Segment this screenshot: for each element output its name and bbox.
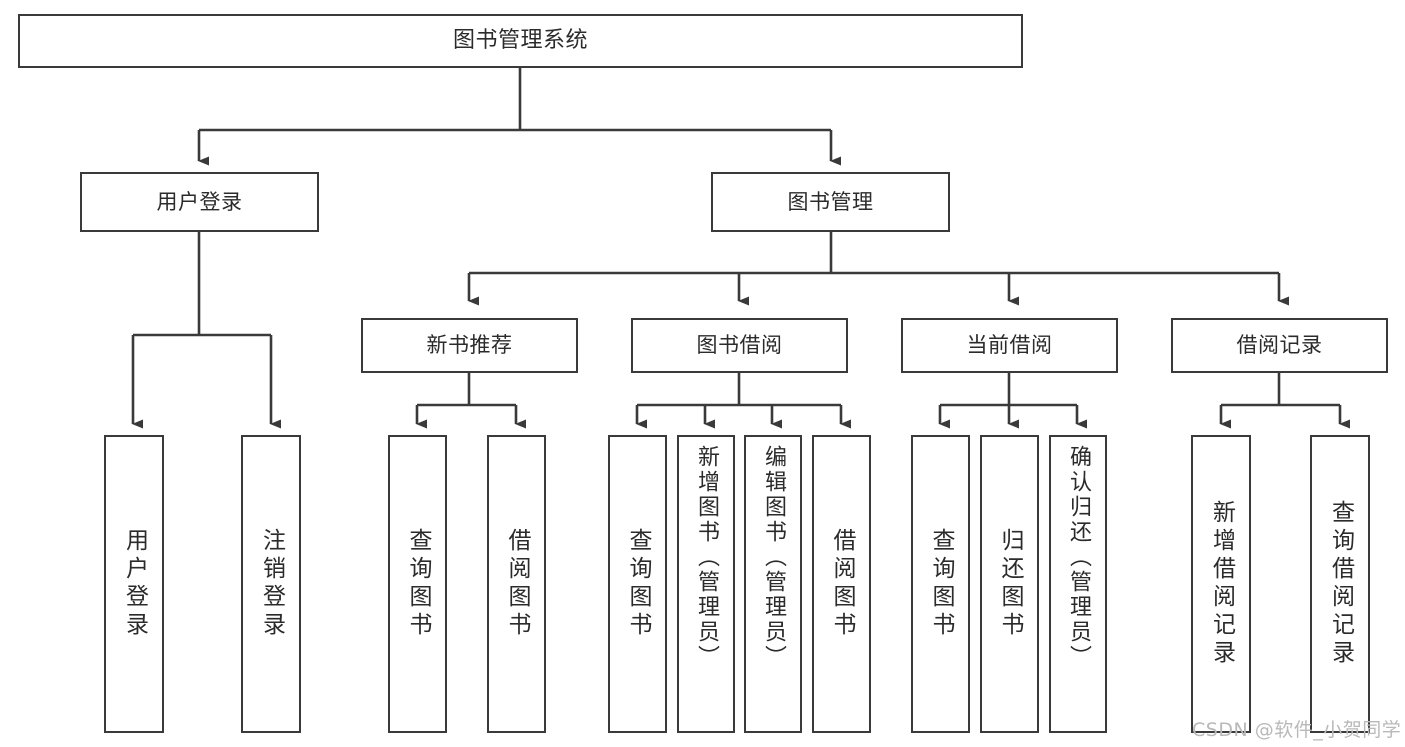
leaf-query-book-current[interactable]: 查询图书 <box>911 435 970 733</box>
leaf-query-borrow-record-label: 查询借阅记录 <box>1327 500 1354 668</box>
leaf-query-book-current-label: 查询图书 <box>928 528 954 640</box>
node-current-borrow-label: 当前借阅 <box>966 333 1053 358</box>
node-user-login[interactable]: 用户登录 <box>80 172 319 232</box>
leaf-user-login[interactable]: 用户登录 <box>104 435 164 733</box>
leaf-edit-book-admin-label: 编辑图书（管理员） <box>761 445 786 670</box>
watermark-csdn: CSDN @软件_小贺同学 <box>1192 719 1402 741</box>
leaf-borrow-book-label: 借阅图书 <box>829 528 855 640</box>
leaf-confirm-return-admin-label: 确认归还（管理员） <box>1066 445 1091 670</box>
node-borrow-record-label: 借阅记录 <box>1236 333 1323 358</box>
leaf-query-book-borrow-label: 查询图书 <box>625 528 651 640</box>
leaf-add-borrow-record-label: 新增借阅记录 <box>1208 500 1235 668</box>
leaf-query-book-borrow[interactable]: 查询图书 <box>608 435 667 733</box>
leaf-user-login-label: 用户登录 <box>121 528 148 640</box>
leaf-add-book-admin-label: 新增图书（管理员） <box>694 445 719 670</box>
node-user-login-label: 用户登录 <box>156 189 243 214</box>
leaf-return-book-label: 归还图书 <box>997 528 1023 640</box>
node-borrow-record[interactable]: 借阅记录 <box>1171 318 1388 373</box>
leaf-add-book-admin[interactable]: 新增图书（管理员） <box>677 435 735 733</box>
leaf-query-borrow-record[interactable]: 查询借阅记录 <box>1310 435 1370 733</box>
node-book-borrow[interactable]: 图书借阅 <box>631 318 848 373</box>
leaf-confirm-return-admin[interactable]: 确认归还（管理员） <box>1049 435 1107 733</box>
leaf-return-book[interactable]: 归还图书 <box>980 435 1039 733</box>
node-book-management-label: 图书管理 <box>787 189 874 214</box>
leaf-borrow-book[interactable]: 借阅图书 <box>812 435 871 733</box>
leaf-borrow-book-recommend-label: 借阅图书 <box>504 528 530 640</box>
leaf-borrow-book-recommend[interactable]: 借阅图书 <box>487 435 546 733</box>
leaf-add-borrow-record[interactable]: 新增借阅记录 <box>1191 435 1251 733</box>
node-new-book-recommend[interactable]: 新书推荐 <box>361 318 578 373</box>
node-book-borrow-label: 图书借阅 <box>696 333 783 358</box>
leaf-logout-label: 注销登录 <box>258 528 285 640</box>
leaf-query-book-recommend-label: 查询图书 <box>405 528 431 640</box>
leaf-logout[interactable]: 注销登录 <box>241 435 301 733</box>
node-book-management[interactable]: 图书管理 <box>711 172 950 232</box>
node-root[interactable]: 图书管理系统 <box>18 14 1023 68</box>
node-new-book-recommend-label: 新书推荐 <box>426 333 513 358</box>
leaf-edit-book-admin[interactable]: 编辑图书（管理员） <box>744 435 802 733</box>
leaf-query-book-recommend[interactable]: 查询图书 <box>388 435 447 733</box>
node-current-borrow[interactable]: 当前借阅 <box>901 318 1118 373</box>
node-root-label: 图书管理系统 <box>452 28 588 54</box>
